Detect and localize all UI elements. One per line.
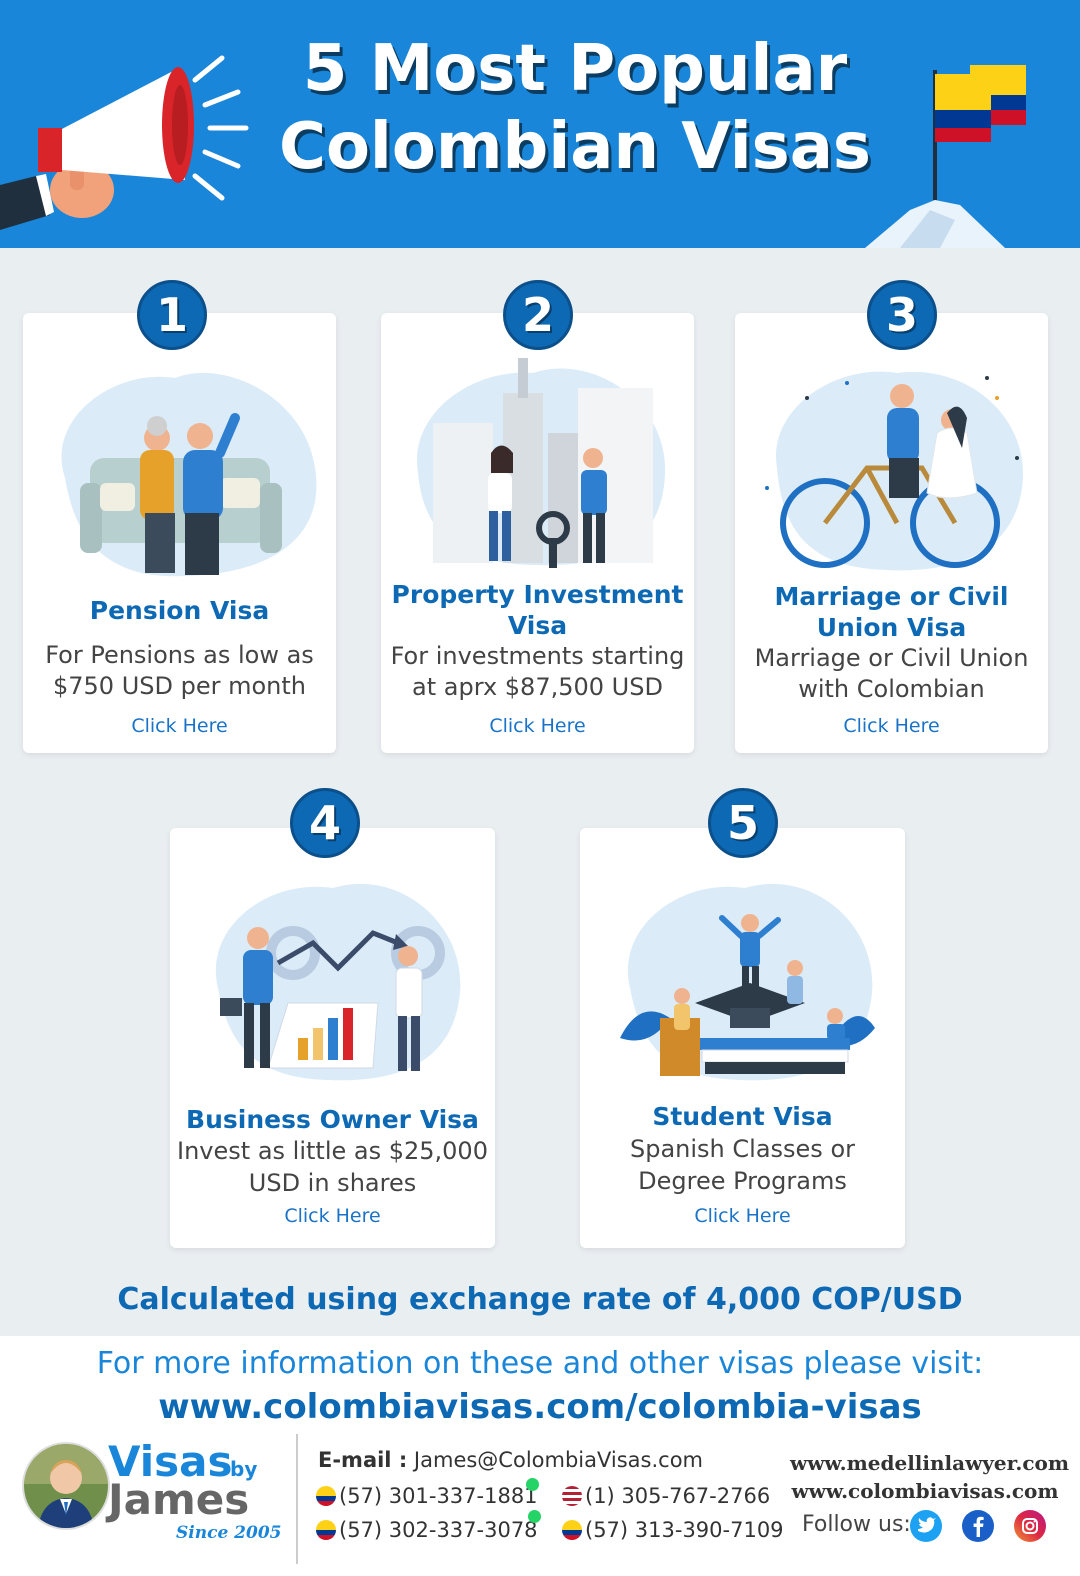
card-description-line-2: $750 USD per month: [52, 672, 306, 700]
whatsapp-icon: [526, 1478, 539, 1491]
avatar: [22, 1442, 110, 1530]
title-line-2: Colombian Visas: [278, 110, 872, 184]
card-title-line-2: Union Visa: [816, 613, 967, 642]
email-link[interactable]: James@ColombiaVisas.com: [413, 1448, 703, 1472]
card-title: Business Owner Visa: [186, 1105, 479, 1134]
usa-flag-icon: [562, 1486, 582, 1506]
email-label: E-mail :: [318, 1448, 408, 1472]
click-here-link[interactable]: Click Here: [694, 1205, 791, 1227]
phone-number: (57) 301-337-1881: [339, 1484, 538, 1508]
pension-illustration-icon: [61, 372, 317, 577]
colombia-flag-icon: [316, 1520, 336, 1540]
property-illustration-icon: [416, 358, 666, 568]
page-title: 5 Most Popular Colombian Visas: [250, 30, 900, 186]
person-photo-icon: [24, 1444, 108, 1528]
brand-james: James: [108, 1475, 250, 1524]
header-banner: 5 Most Popular Colombian Visas: [0, 0, 1080, 248]
phone-colombia-1[interactable]: (57) 301-337-1881: [316, 1482, 538, 1510]
card-title: Student Visa: [652, 1102, 833, 1131]
more-info-text: For more information on these and other …: [96, 1346, 984, 1381]
facebook-icon[interactable]: [962, 1510, 994, 1542]
phone-colombia-3[interactable]: (57) 313-390-7109: [562, 1516, 784, 1544]
number-badge: 3: [867, 280, 937, 350]
visa-card-marriage: 3 Marriage or Civil Union Visa Marriage …: [735, 280, 1048, 753]
card-title-line-2: Visa: [507, 611, 568, 640]
instagram-icon[interactable]: [1014, 1510, 1046, 1542]
phone-colombia-2[interactable]: (57) 302-337-3078: [316, 1516, 538, 1544]
visa-card-business-owner: 4 Business Owner Visa Invest as little a…: [170, 788, 495, 1248]
number-badge: 2: [503, 280, 573, 350]
medellin-lawyer-link[interactable]: www.medellinlawyer.com: [790, 1451, 1069, 1475]
card-title: Property Investment: [391, 580, 684, 609]
colombiavisas-link[interactable]: www.colombiavisas.com: [791, 1479, 1059, 1503]
colombia-flag-icon: [562, 1520, 582, 1540]
visa-card-property-investment: 2 Property Investment Visa For investmen…: [381, 280, 694, 753]
colombia-visas-link[interactable]: www.colombiavisas.com/colombia-visas: [158, 1387, 922, 1427]
business-illustration-icon: [215, 883, 461, 1081]
phone-number: (1) 305-767-2766: [585, 1484, 771, 1508]
card-title: Marriage or Civil: [774, 582, 1009, 611]
marriage-illustration-icon: [765, 371, 1024, 571]
card-title: Pension Visa: [89, 596, 270, 625]
title-line-1: 5 Most Popular: [302, 32, 848, 106]
click-here-link[interactable]: Click Here: [843, 715, 940, 737]
number-badge: 1: [137, 280, 207, 350]
footer-divider: [296, 1434, 298, 1564]
twitter-icon[interactable]: [910, 1510, 942, 1542]
email-row: E-mail : James@ColombiaVisas.com: [318, 1446, 703, 1474]
phone-usa[interactable]: (1) 305-767-2766: [562, 1482, 770, 1510]
colombia-flag-icon: [316, 1486, 336, 1506]
card-description-line-1: For Pensions as low as: [45, 641, 314, 669]
card-description-line-1: Spanish Classes or: [630, 1135, 855, 1163]
follow-us-label: Follow us:: [802, 1512, 911, 1537]
card-description-line-2: Degree Programs: [638, 1167, 847, 1195]
phone-number: (57) 313-390-7109: [585, 1518, 784, 1542]
student-illustration-icon: [620, 883, 875, 1081]
click-here-link[interactable]: Click Here: [284, 1205, 381, 1227]
card-description-line-1: Invest as little as $25,000: [177, 1137, 488, 1165]
visas-by-james-logo: Visas by James Since 2005: [108, 1440, 288, 1550]
card-description-line-2: USD in shares: [248, 1169, 417, 1197]
card-description-line-2: at aprx $87,500 USD: [412, 673, 663, 701]
click-here-link[interactable]: Click Here: [131, 715, 228, 737]
phone-number: (57) 302-337-3078: [339, 1518, 538, 1542]
footer: For more information on these and other …: [0, 1336, 1080, 1576]
exchange-rate-note: Calculated using exchange rate of 4,000 …: [117, 1282, 963, 1317]
whatsapp-icon: [528, 1510, 541, 1523]
colombian-flag-icon: [865, 65, 1026, 248]
brand-since: Since 2005: [176, 1523, 282, 1543]
brand-by: by: [230, 1457, 258, 1481]
card-description-line-2: with Colombian: [798, 675, 985, 703]
megaphone-icon: [0, 55, 249, 230]
visa-card-pension: 1 Pension Visa For Pensions as low as $7…: [23, 280, 336, 753]
card-description-line-1: Marriage or Civil Union: [754, 644, 1029, 672]
number-badge: 5: [708, 788, 778, 858]
brand-visas: Visas: [108, 1437, 233, 1486]
visa-card-student: 5 Student Visa Spanish Classes or Degree…: [580, 788, 905, 1248]
click-here-link[interactable]: Click Here: [489, 715, 586, 737]
card-description-line-1: For investments starting: [390, 642, 685, 670]
number-badge: 4: [290, 788, 360, 858]
